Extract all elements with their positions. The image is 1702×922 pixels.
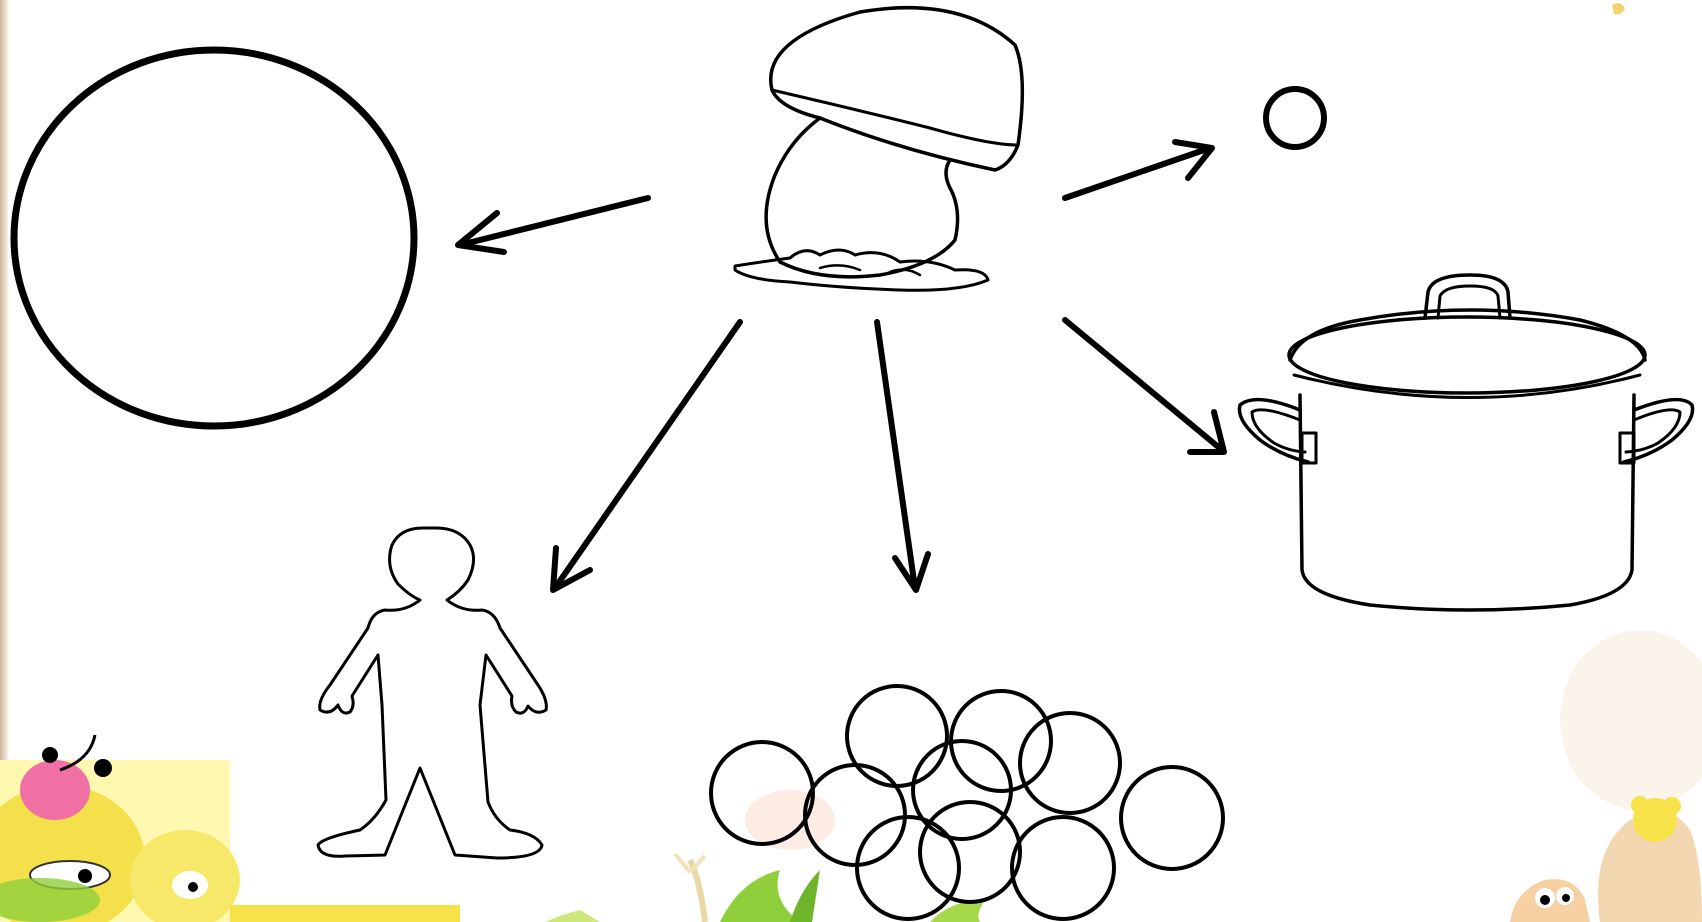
large-circle-icon <box>14 50 414 426</box>
cartoon-bugs-icon <box>0 735 460 922</box>
mushroom-icon <box>735 8 1022 291</box>
small-circle-icon <box>1266 89 1324 147</box>
arrow-to-pot <box>1065 320 1222 450</box>
cooking-pot-icon <box>1239 275 1692 610</box>
arrow-to-cluster <box>877 322 915 588</box>
person-outline-icon <box>318 528 546 858</box>
arrow-to-person <box>555 322 740 588</box>
cartoon-flower-icon <box>1510 3 1702 922</box>
arrow-head-large-circle <box>458 213 504 252</box>
